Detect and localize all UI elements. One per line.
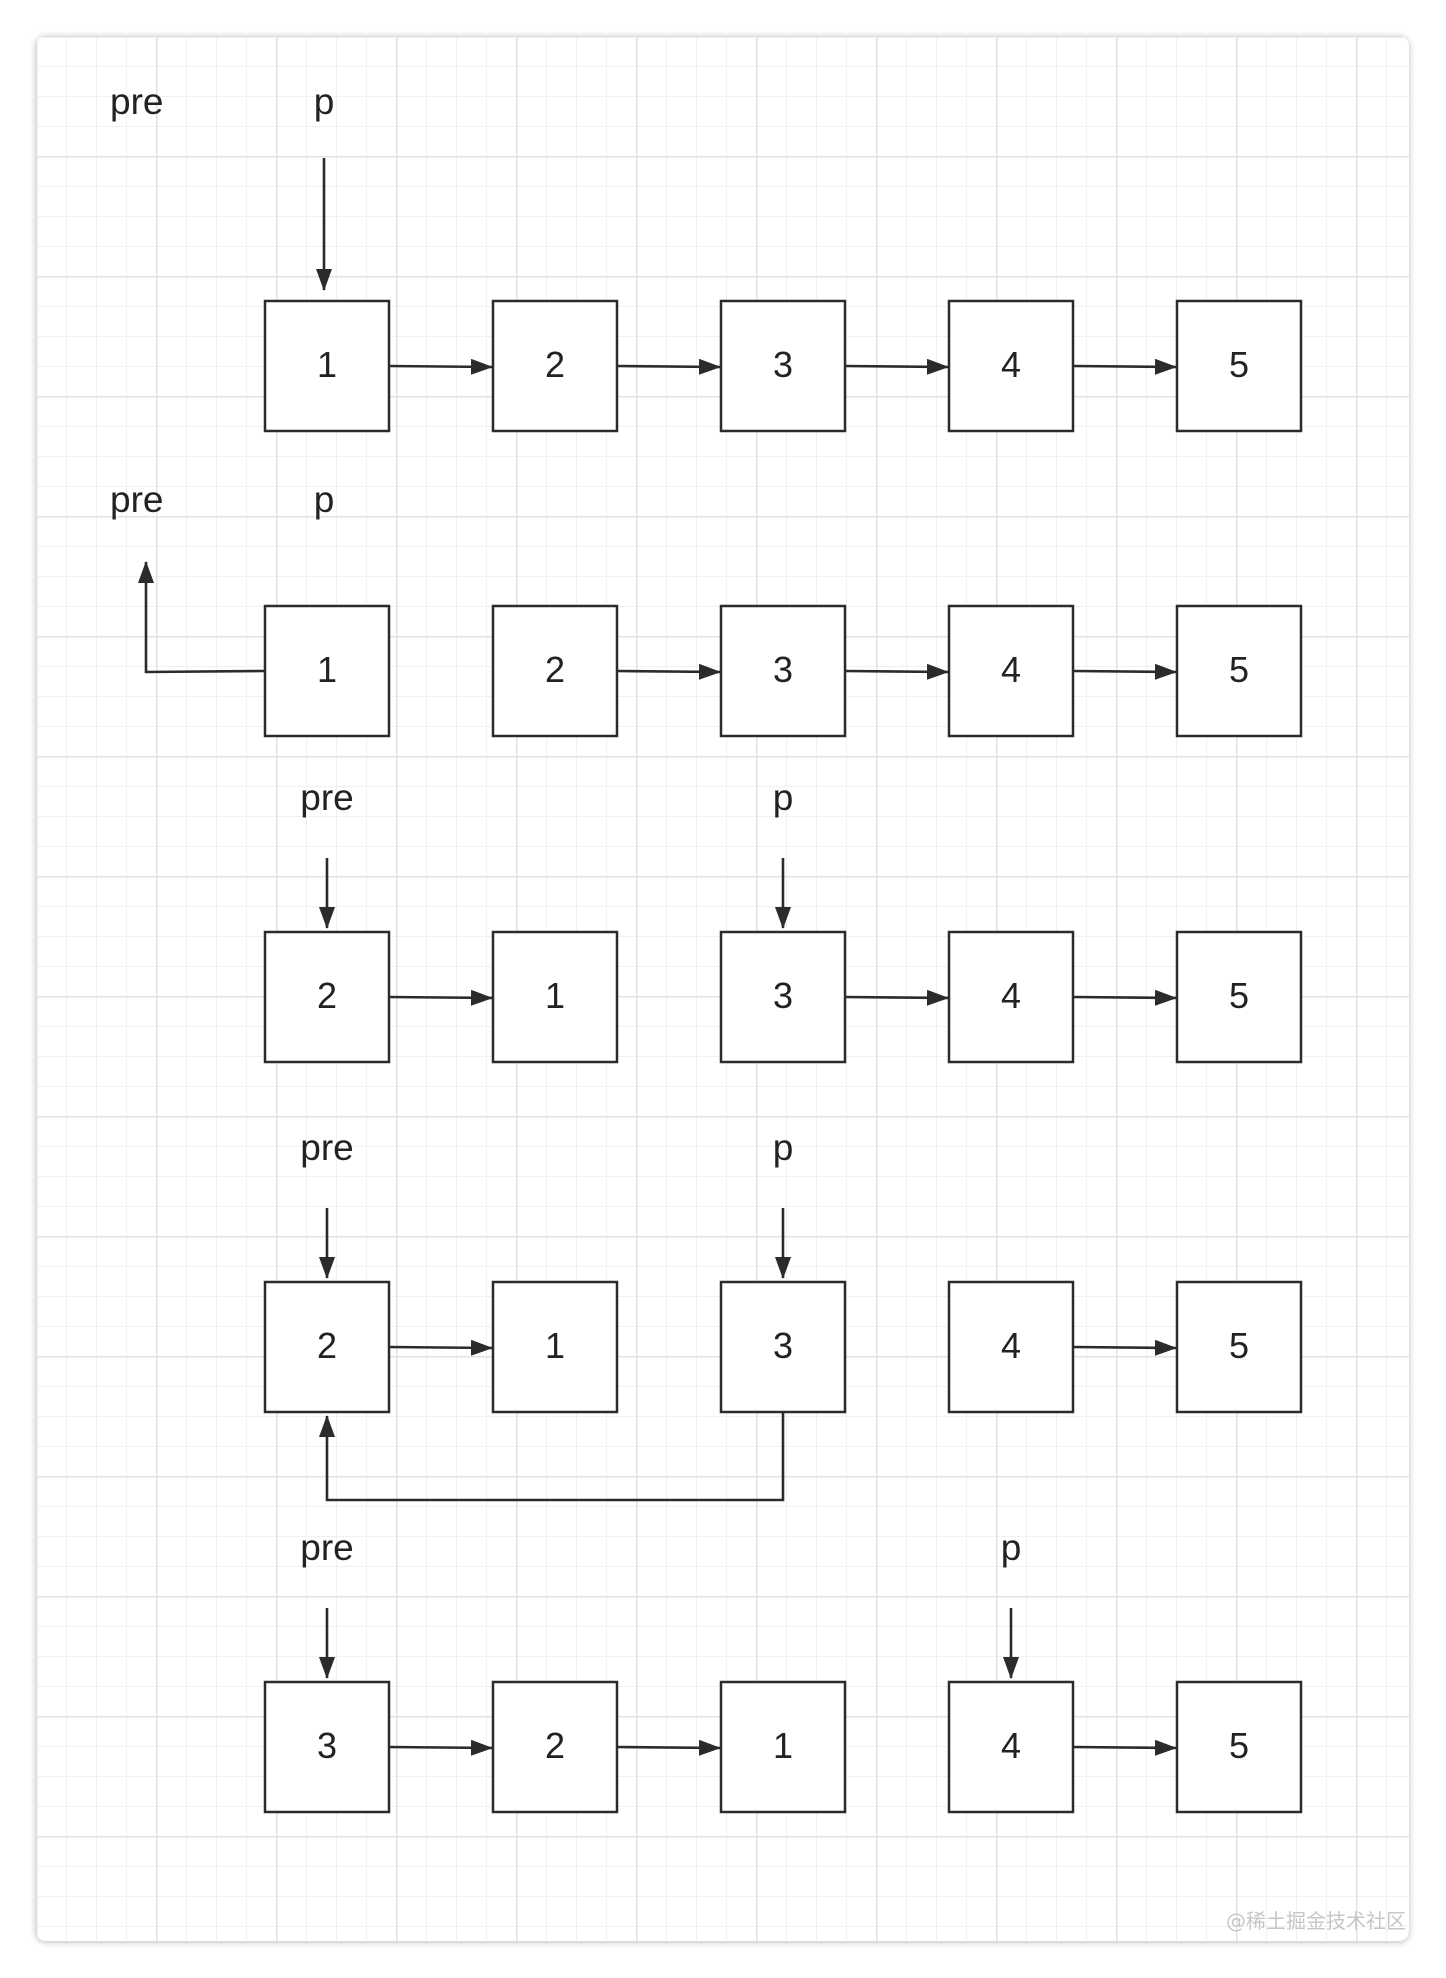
node-value: 4 (1001, 1725, 1021, 1766)
next-arrow (1072, 663, 1177, 680)
next-arrow (1072, 1339, 1177, 1356)
next-arrow (616, 663, 721, 680)
node-value: 3 (317, 1725, 337, 1766)
node-value: 2 (317, 1325, 337, 1366)
linked-list-reversal-diagram: pre p 1 2 3 4 (110, 81, 1303, 1814)
list-node: 4 (947, 1680, 1075, 1814)
next-arrow (1072, 1739, 1177, 1756)
node-value: 1 (317, 344, 337, 385)
node-value: 4 (1001, 649, 1021, 690)
pre-pointer-label: pre (110, 81, 163, 122)
next-arrow (1072, 989, 1177, 1006)
list-node: 4 (947, 299, 1075, 433)
list-node: 1 (263, 604, 391, 738)
list-node: 1 (491, 1280, 619, 1414)
p-pointer-label: p (773, 777, 794, 818)
list-node: 4 (947, 604, 1075, 738)
node-value: 5 (1229, 1325, 1249, 1366)
list-node: 5 (1175, 1680, 1303, 1814)
pre-pointer-label: pre (300, 1127, 353, 1168)
list-node: 2 (491, 1680, 619, 1814)
step-5: pre p 3 2 1 4 (263, 1527, 1303, 1814)
next-arrow (844, 989, 949, 1006)
list-node: 5 (1175, 604, 1303, 738)
pre-pointer-label: pre (300, 777, 353, 818)
node-value: 5 (1229, 344, 1249, 385)
list-node: 1 (491, 930, 619, 1064)
node-value: 3 (773, 975, 793, 1016)
list-node: 3 (719, 1280, 847, 1414)
list-node: 2 (491, 299, 619, 433)
node-value: 2 (545, 649, 565, 690)
node-value: 1 (545, 975, 565, 1016)
list-node: 3 (719, 299, 847, 433)
list-node: 5 (1175, 1280, 1303, 1414)
node-value: 3 (773, 649, 793, 690)
node-value: 2 (317, 975, 337, 1016)
step-2: pre p 1 2 3 4 (110, 479, 1303, 738)
list-node: 3 (719, 930, 847, 1064)
step-4: pre p 2 1 3 4 (263, 1127, 1303, 1502)
list-node: 5 (1175, 299, 1303, 433)
node-value: 1 (773, 1725, 793, 1766)
p-pointer-label: p (314, 479, 335, 520)
node-value: 5 (1229, 1725, 1249, 1766)
node-value: 3 (773, 1325, 793, 1366)
list-node: 3 (719, 604, 847, 738)
next-arrow (844, 663, 949, 680)
p-pointer-label: p (1001, 1527, 1022, 1568)
node-value: 3 (773, 344, 793, 385)
list-node: 5 (1175, 930, 1303, 1064)
list-node: 2 (263, 1280, 391, 1414)
step-3: pre p 2 1 3 4 (263, 777, 1303, 1064)
node-value: 5 (1229, 649, 1249, 690)
next-arrow (844, 358, 949, 375)
reverse-arrow-3-to-2 (319, 1412, 785, 1502)
list-node: 4 (947, 930, 1075, 1064)
p-pointer-label: p (773, 1127, 794, 1168)
next-arrow (388, 1339, 493, 1356)
next-arrow (1072, 358, 1177, 375)
next-arrow (616, 358, 721, 375)
list-node: 4 (947, 1280, 1075, 1414)
pre-pointer-label: pre (110, 479, 163, 520)
node-value: 2 (545, 1725, 565, 1766)
next-arrow (616, 1739, 721, 1756)
p-pointer-label: p (314, 81, 335, 122)
step-1: pre p 1 2 3 4 (110, 81, 1303, 433)
reverse-arrow-to-pre (138, 561, 266, 674)
node-value: 4 (1001, 975, 1021, 1016)
node-value: 4 (1001, 1325, 1021, 1366)
diagram-canvas: pre p 1 2 3 4 (36, 36, 1409, 1941)
node-value: 4 (1001, 344, 1021, 385)
node-value: 5 (1229, 975, 1249, 1016)
next-arrow (388, 1739, 493, 1756)
list-node: 2 (491, 604, 619, 738)
pre-pointer-label: pre (300, 1527, 353, 1568)
next-arrow (388, 358, 493, 375)
node-value: 2 (545, 344, 565, 385)
next-arrow (388, 989, 493, 1006)
node-value: 1 (317, 649, 337, 690)
list-node: 2 (263, 930, 391, 1064)
list-node: 1 (263, 299, 391, 433)
watermark: @稀土掘金技术社区 (1226, 1909, 1406, 1933)
list-node: 1 (719, 1680, 847, 1814)
list-node: 3 (263, 1680, 391, 1814)
node-value: 1 (545, 1325, 565, 1366)
